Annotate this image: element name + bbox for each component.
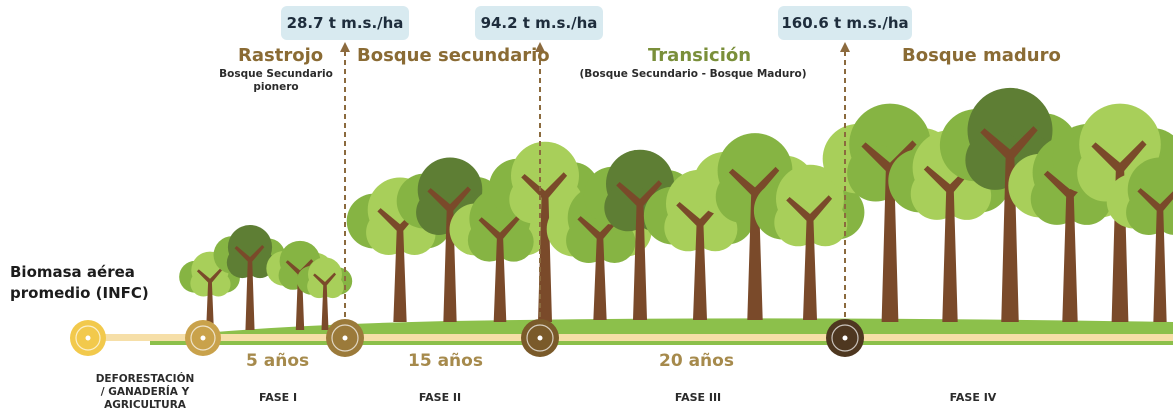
- forest: [179, 87, 1173, 330]
- phase-label-4: FASE IV: [949, 391, 997, 404]
- phase-start-line3: AGRICULTURA: [104, 399, 186, 411]
- duration-label-1: 5 años: [246, 351, 310, 371]
- tree-icon: [179, 251, 240, 330]
- phase-start-line1: DEFORESTACIÓN: [95, 373, 195, 385]
- stage-title-maduro: Bosque maduro: [902, 45, 1061, 66]
- phase-label-2: FASE II: [418, 391, 462, 404]
- biomass-badge-secundario: 94.2 t m.s./ha: [475, 6, 603, 40]
- phase-label-3: FASE III: [674, 391, 722, 404]
- tree-icon: [753, 164, 865, 320]
- stage-title-secundario: Bosque secundario: [357, 45, 550, 66]
- stage-subtitle-rastrojo-2: pionero: [253, 81, 299, 93]
- timeline-node-icon: [185, 320, 221, 356]
- arrow-up-icon: [535, 42, 545, 335]
- tree-icon: [296, 257, 353, 330]
- timeline-node-icon: [70, 320, 106, 356]
- timeline-bar: [88, 334, 1173, 341]
- phase-label-1: FASE I: [258, 391, 298, 404]
- timeline-node-icon: [826, 319, 864, 357]
- duration-label-2: 15 años: [408, 351, 483, 371]
- timeline-node-icon: [326, 319, 364, 357]
- stage-title-rastrojo: Rastrojo: [238, 45, 324, 66]
- biomass-label-line1: Biomasa aérea: [10, 263, 135, 281]
- biomass-badge-rastrojo: 28.7 t m.s./ha: [281, 6, 409, 40]
- arrow-up-icon: [340, 42, 350, 335]
- tree-icon: [1106, 157, 1173, 322]
- timeline-node-icon: [521, 319, 559, 357]
- arrow-up-icon: [840, 42, 850, 335]
- stage-subtitle-rastrojo-1: Bosque Secundario: [219, 68, 333, 80]
- stage-subtitle-transicion: (Bosque Secundario - Bosque Maduro): [579, 68, 807, 80]
- phase-start-line2: / GANADERÍA Y: [100, 386, 190, 398]
- stage-title-transicion: Transición: [648, 45, 752, 66]
- biomass-label-line2: promedio (INFC): [10, 284, 149, 302]
- duration-label-3: 20 años: [659, 351, 734, 371]
- biomass-badge-transicion: 160.6 t m.s./ha: [778, 6, 912, 40]
